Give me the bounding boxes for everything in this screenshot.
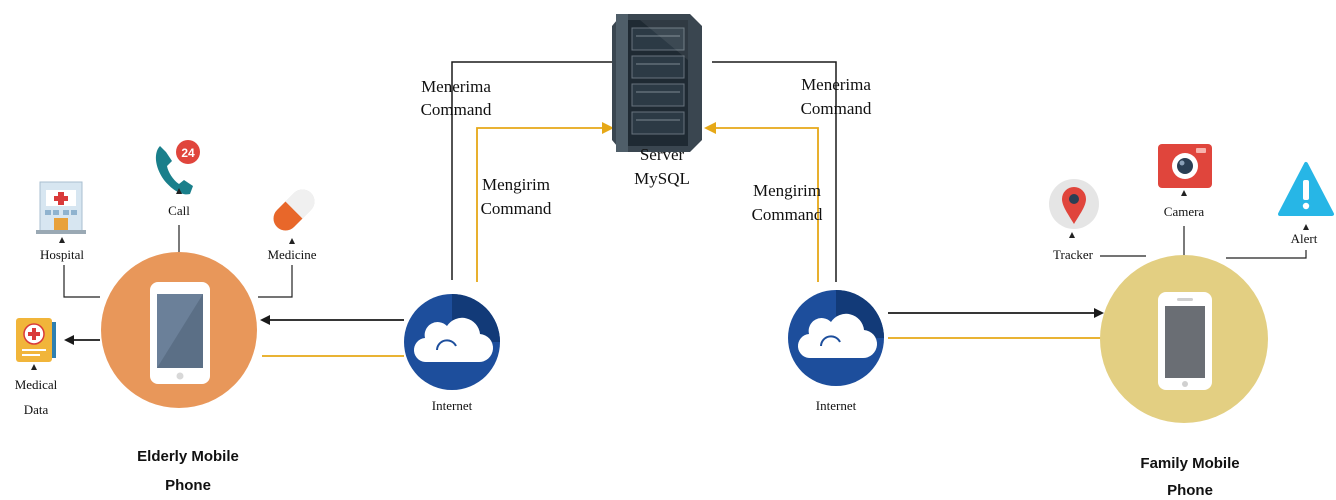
left-command-labels: Menerima Command Mengirim Command <box>421 77 552 218</box>
camera-feature: Camera <box>1158 144 1212 219</box>
medical-data-feature: Medical Data <box>15 318 58 417</box>
hospital-feature: Hospital <box>36 181 86 262</box>
family-phone-label-line2: Phone <box>1167 482 1213 499</box>
warning-icon <box>1278 162 1334 216</box>
hospital-icon <box>36 181 86 234</box>
medical-data-label-line2: Data <box>24 402 49 417</box>
server-rack-icon <box>612 14 702 152</box>
medicine-feature: Medicine <box>267 189 317 262</box>
camera-icon <box>1158 144 1212 188</box>
hospital-link <box>63 265 100 298</box>
right-send-line <box>704 122 819 282</box>
medical-folder-icon <box>16 318 56 362</box>
cloud-icon <box>788 290 884 386</box>
connection-lines <box>63 61 1307 357</box>
right-internet-label: Internet <box>816 398 857 413</box>
server-node: Server MySQL <box>612 14 702 188</box>
smartphone-icon <box>150 282 210 384</box>
left-send-line <box>476 122 614 282</box>
right-send-label-line1: Mengirim <box>753 181 821 200</box>
right-send-label-line2: Command <box>752 205 823 224</box>
left-internet-label: Internet <box>432 398 473 413</box>
call-badge-text: 24 <box>181 146 195 160</box>
call-feature: 24 Call <box>155 140 200 218</box>
family-phone-label-line1: Family Mobile <box>1140 455 1239 472</box>
server-label-line1: Server <box>640 145 685 164</box>
right-internet-node: Internet <box>788 290 884 413</box>
left-receive-line <box>451 61 612 280</box>
family-phone-node: Family Mobile Phone <box>1100 255 1268 499</box>
elderly-phone-label-line1: Elderly Mobile <box>137 448 239 465</box>
right-command-labels: Menerima Command Mengirim Command <box>752 75 872 224</box>
medicine-label: Medicine <box>267 247 316 262</box>
medicine-link <box>258 265 293 298</box>
right-receive-label-line1: Menerima <box>801 75 871 94</box>
left-internet-node: Internet <box>404 294 500 413</box>
left-send-label-line2: Command <box>481 199 552 218</box>
phone-24-icon: 24 <box>155 140 200 195</box>
elderly-phone-node: Elderly Mobile Phone <box>101 252 257 494</box>
server-label-line2: MySQL <box>634 169 690 188</box>
hospital-label: Hospital <box>40 247 84 262</box>
smartphone-icon <box>1158 292 1212 390</box>
cloud-icon <box>404 294 500 390</box>
right-receive-label-line2: Command <box>801 99 872 118</box>
call-label: Call <box>168 203 190 218</box>
alert-link <box>1226 250 1307 259</box>
left-receive-label-line1: Menerima <box>421 77 491 96</box>
elderly-phone-label-line2: Phone <box>165 477 211 494</box>
call-badge <box>176 140 200 164</box>
medical-data-label-line1: Medical <box>15 377 58 392</box>
tracker-label: Tracker <box>1053 247 1094 262</box>
alert-feature: Alert <box>1278 162 1334 246</box>
alert-label: Alert <box>1291 231 1318 246</box>
right-receive-line <box>712 61 837 282</box>
tracker-feature: Tracker <box>1049 179 1099 262</box>
left-send-label-line1: Mengirim <box>482 175 550 194</box>
camera-label: Camera <box>1164 204 1205 219</box>
left-receive-label-line2: Command <box>421 100 492 119</box>
pill-icon <box>273 189 315 231</box>
location-pin-icon <box>1049 179 1099 229</box>
